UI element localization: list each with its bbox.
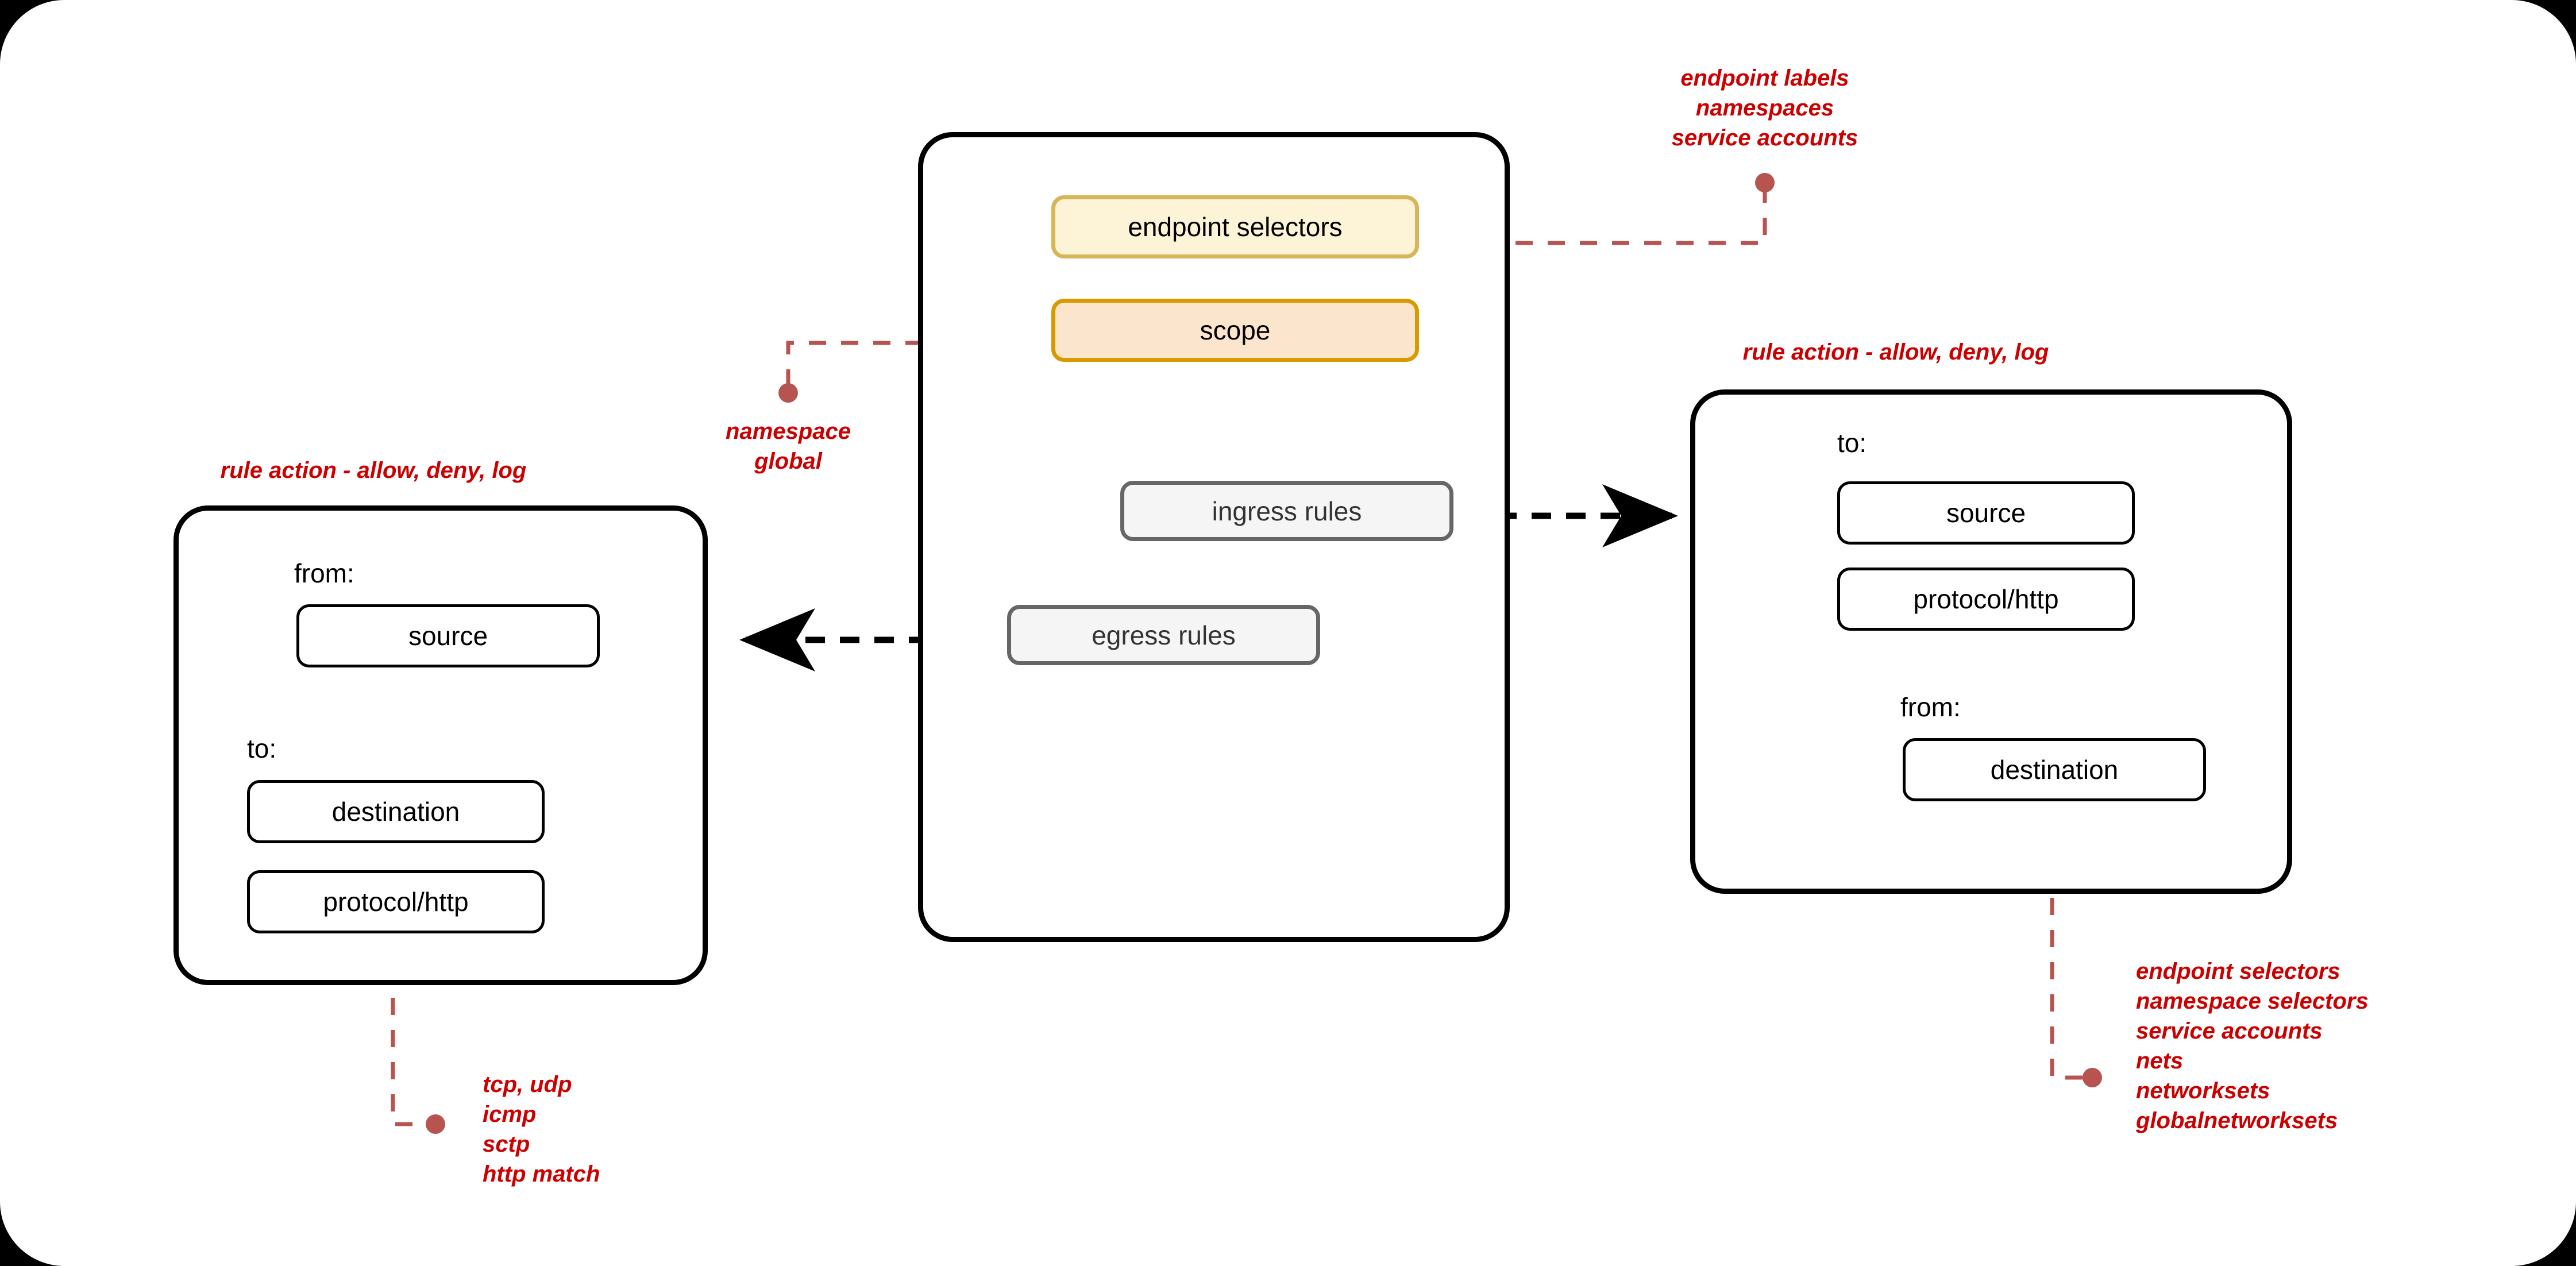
- egress-from-source-box[interactable]: source: [296, 604, 600, 667]
- destination-annotation: endpoint selectors namespace selectors s…: [2136, 959, 2369, 1133]
- ingress-to-protocol-box[interactable]: protocol/http: [1837, 568, 2135, 631]
- egress-to-label: to:: [247, 734, 277, 763]
- protocol-annotation: tcp, udp icmp sctp http match: [483, 1072, 600, 1187]
- ingress-rule-card: [1690, 389, 2292, 894]
- scope-annotation: namespace global: [726, 419, 851, 474]
- ingress-from-destination-box[interactable]: destination: [1903, 738, 2206, 801]
- endpoint-selectors-annotation: endpoint labels namespaces service accou…: [1671, 65, 1858, 150]
- endpoint-selectors-chip[interactable]: endpoint selectors: [1051, 195, 1419, 258]
- ingress-to-source-box[interactable]: source: [1837, 481, 2135, 545]
- egress-card-action-annotation: rule action - allow, deny, log: [220, 458, 527, 483]
- scope-chip[interactable]: scope: [1051, 299, 1419, 362]
- egress-from-label: from:: [294, 558, 354, 588]
- ingress-to-label: to:: [1837, 428, 1867, 458]
- ingress-rules-chip[interactable]: ingress rules: [1120, 481, 1453, 541]
- egress-rules-chip[interactable]: egress rules: [1007, 605, 1320, 665]
- ingress-card-action-annotation: rule action - allow, deny, log: [1742, 339, 2049, 365]
- egress-to-protocol-box[interactable]: protocol/http: [247, 870, 545, 933]
- egress-to-destination-box[interactable]: destination: [247, 780, 545, 843]
- ingress-from-label: from:: [1900, 692, 1961, 722]
